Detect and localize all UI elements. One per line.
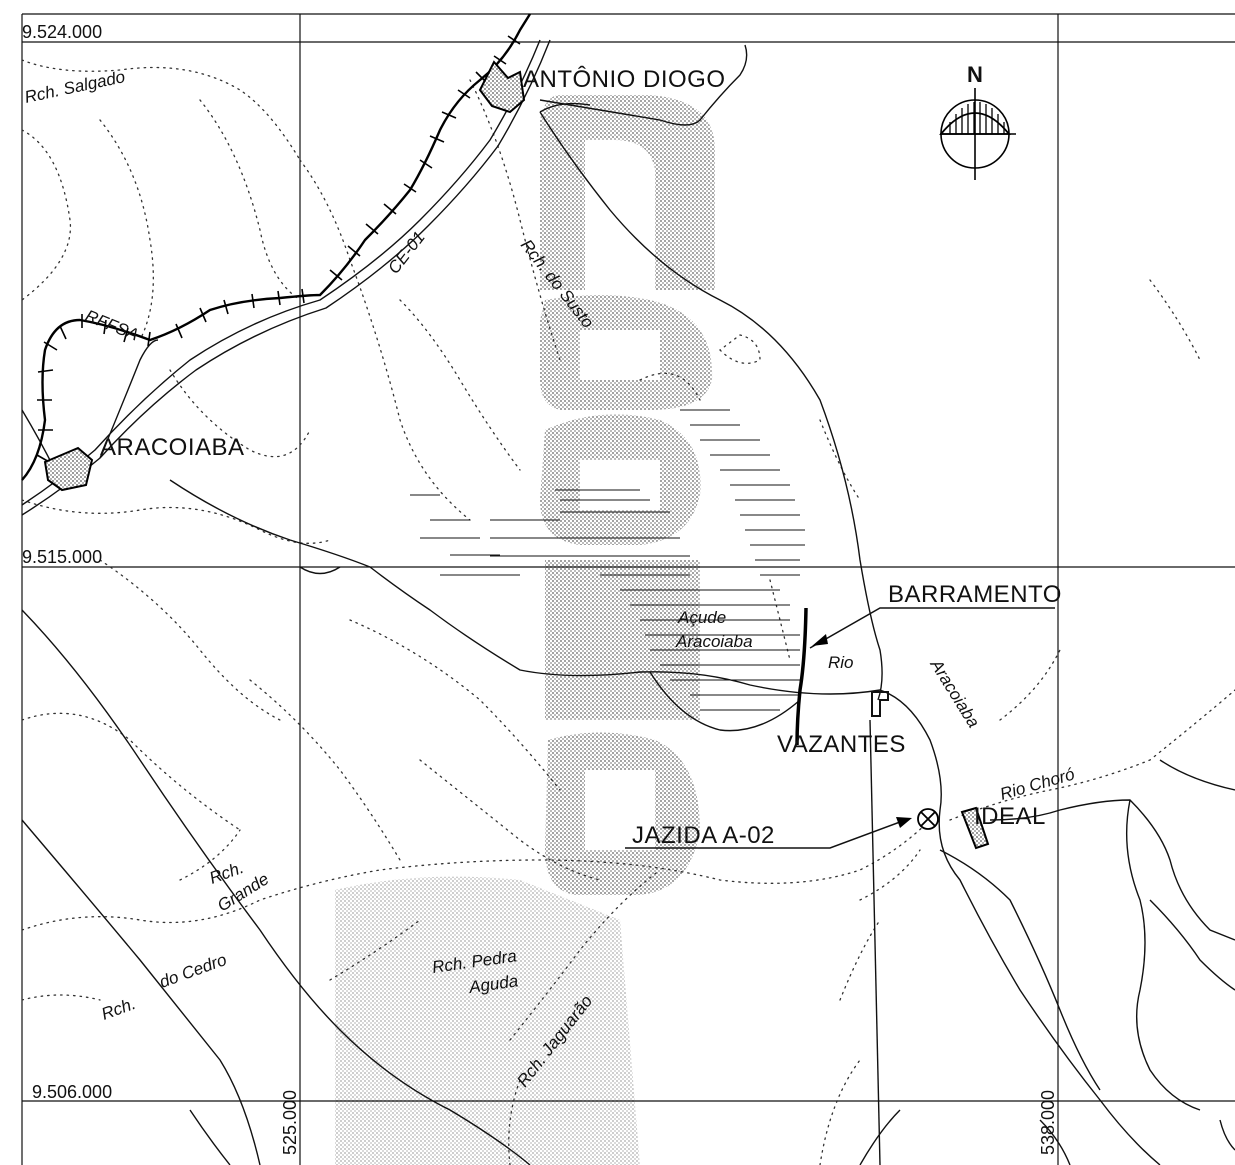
coord-e1: 525.000: [280, 1090, 300, 1155]
aracoiaba-town: [43, 446, 94, 492]
barramento-arrow: [812, 634, 828, 646]
coord-e2: 538.000: [1038, 1090, 1058, 1155]
label-aracoiaba-river: Aracoiaba: [926, 655, 983, 731]
north-label: N: [967, 62, 983, 87]
label-antonio-diogo: ANTÔNIO DIOGO: [523, 65, 726, 93]
jazida-leader: [625, 821, 901, 849]
label-rio-choro: Rio Choró: [998, 764, 1077, 803]
jazida-arrow: [896, 817, 912, 828]
barramento-leader: [809, 607, 1055, 649]
watermark: [335, 95, 715, 1165]
label-acude: Açude: [677, 608, 726, 627]
reservoir-hatching: [410, 409, 805, 711]
coord-n3: 9.506.000: [32, 1082, 112, 1102]
label-rch-do-cedro-1: Rch.: [99, 994, 138, 1024]
spillway-marker: [871, 691, 889, 717]
coord-n2: 9.515.000: [22, 547, 102, 567]
jazida-marker-icon: [917, 808, 939, 830]
railway-rffsa: [21, 13, 532, 481]
dam-icon: [795, 607, 808, 746]
label-rch-salgado: Rch. Salgado: [23, 67, 127, 107]
label-highway: CE-01: [384, 228, 429, 278]
antonio-diogo-town: [478, 60, 526, 114]
coord-n1: 9.524.000: [22, 22, 102, 42]
label-rch-do-cedro-2: do Cedro: [157, 950, 229, 992]
label-jazida: JAZIDA A-02: [632, 822, 775, 849]
label-railway: RFFSA: [83, 306, 142, 344]
label-rio: Rio: [828, 653, 854, 672]
ideal-town: [960, 806, 990, 850]
label-vazantes: VAZANTES: [777, 731, 906, 758]
highway-ce-01: [21, 39, 551, 516]
label-ideal: IDEAL: [974, 803, 1046, 830]
label-aracoiaba: ARACOIABA: [100, 434, 245, 461]
coordinate-grid: [21, 13, 1235, 1165]
label-aracoiaba-lake: Aracoiaba: [675, 632, 753, 651]
north-arrow-icon: N: [939, 62, 1016, 180]
label-barramento: BARRAMENTO: [888, 581, 1062, 608]
drainage-network: [21, 59, 1235, 1165]
